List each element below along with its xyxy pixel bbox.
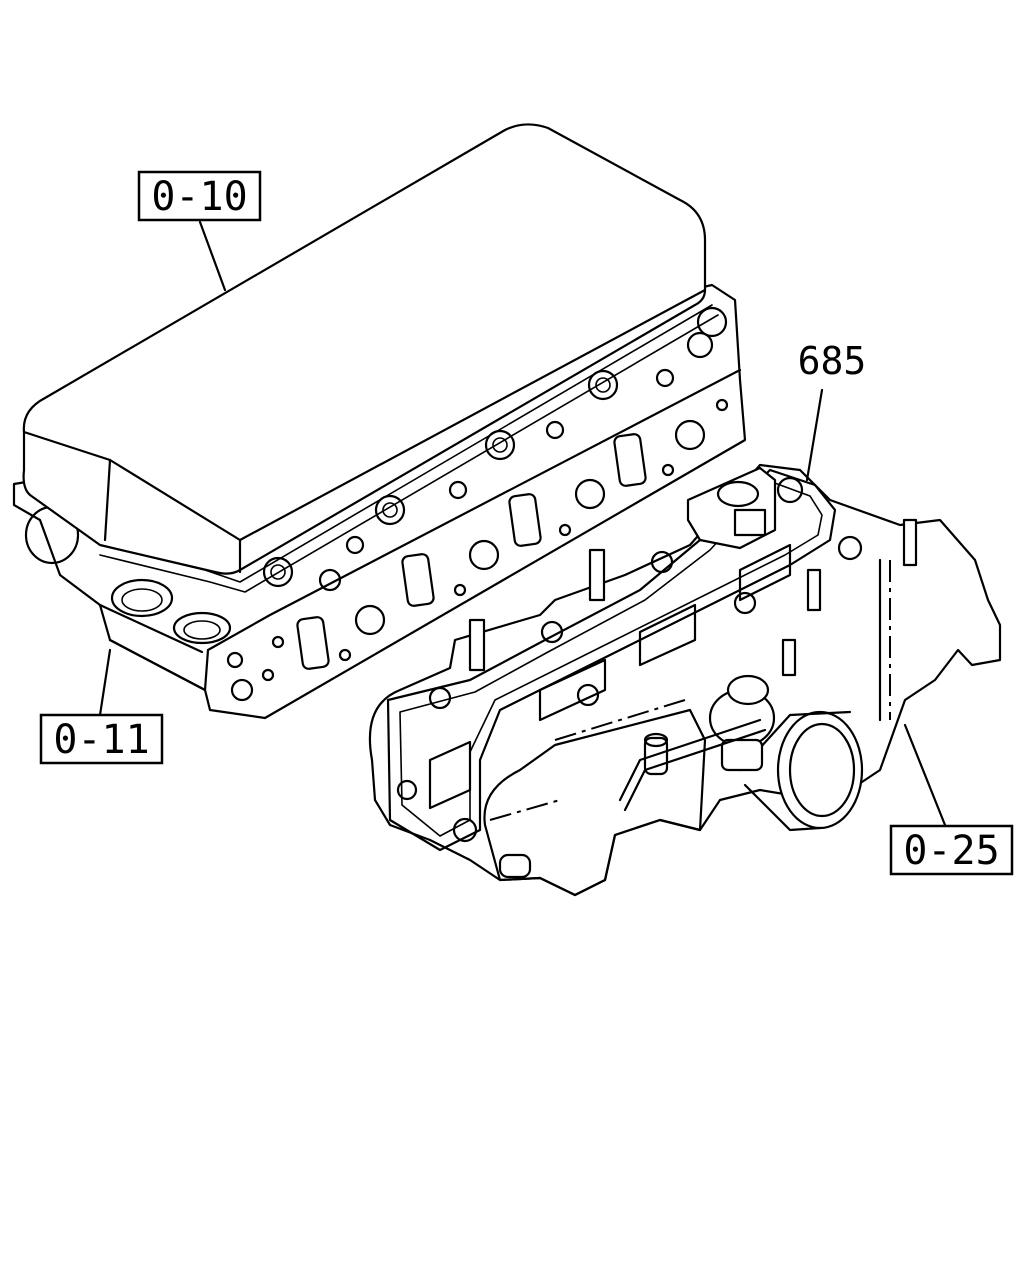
label-text-0-25: 0-25 <box>903 828 999 874</box>
leader-0-11 <box>98 648 112 717</box>
callout-685: 685 <box>798 339 867 383</box>
leader-lines <box>98 220 947 827</box>
label-valve-cover: 0-10 <box>137 170 262 222</box>
leader-685 <box>805 388 824 482</box>
label-box-0-11 <box>39 713 164 765</box>
label-box-0-10 <box>137 170 262 222</box>
valve-cover-drawing <box>22 123 719 593</box>
intake-manifold-drawing <box>368 463 1002 897</box>
label-text-0-11: 0-11 <box>53 717 149 763</box>
label-box-0-25 <box>889 824 1014 876</box>
label-intake-manifold: 0-25 <box>889 824 1014 876</box>
leader-0-25 <box>903 723 947 827</box>
label-text-0-10: 0-10 <box>151 174 247 220</box>
leader-0-10 <box>198 220 227 292</box>
label-cylinder-head: 0-11 <box>39 713 164 765</box>
